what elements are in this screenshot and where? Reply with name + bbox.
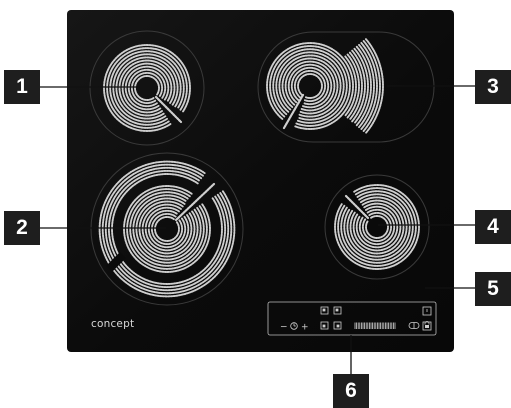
- callout-6: 6: [333, 374, 369, 408]
- brand-logo-text: concept: [91, 318, 134, 330]
- plus-symbol[interactable]: +: [301, 323, 309, 333]
- minus-symbol[interactable]: −: [280, 323, 288, 333]
- callout-2: 2: [4, 211, 40, 245]
- callout-4: 4: [475, 210, 511, 244]
- callout-5: 5: [475, 272, 511, 306]
- callout-1: 1: [4, 70, 40, 104]
- callout-3: 3: [475, 70, 511, 104]
